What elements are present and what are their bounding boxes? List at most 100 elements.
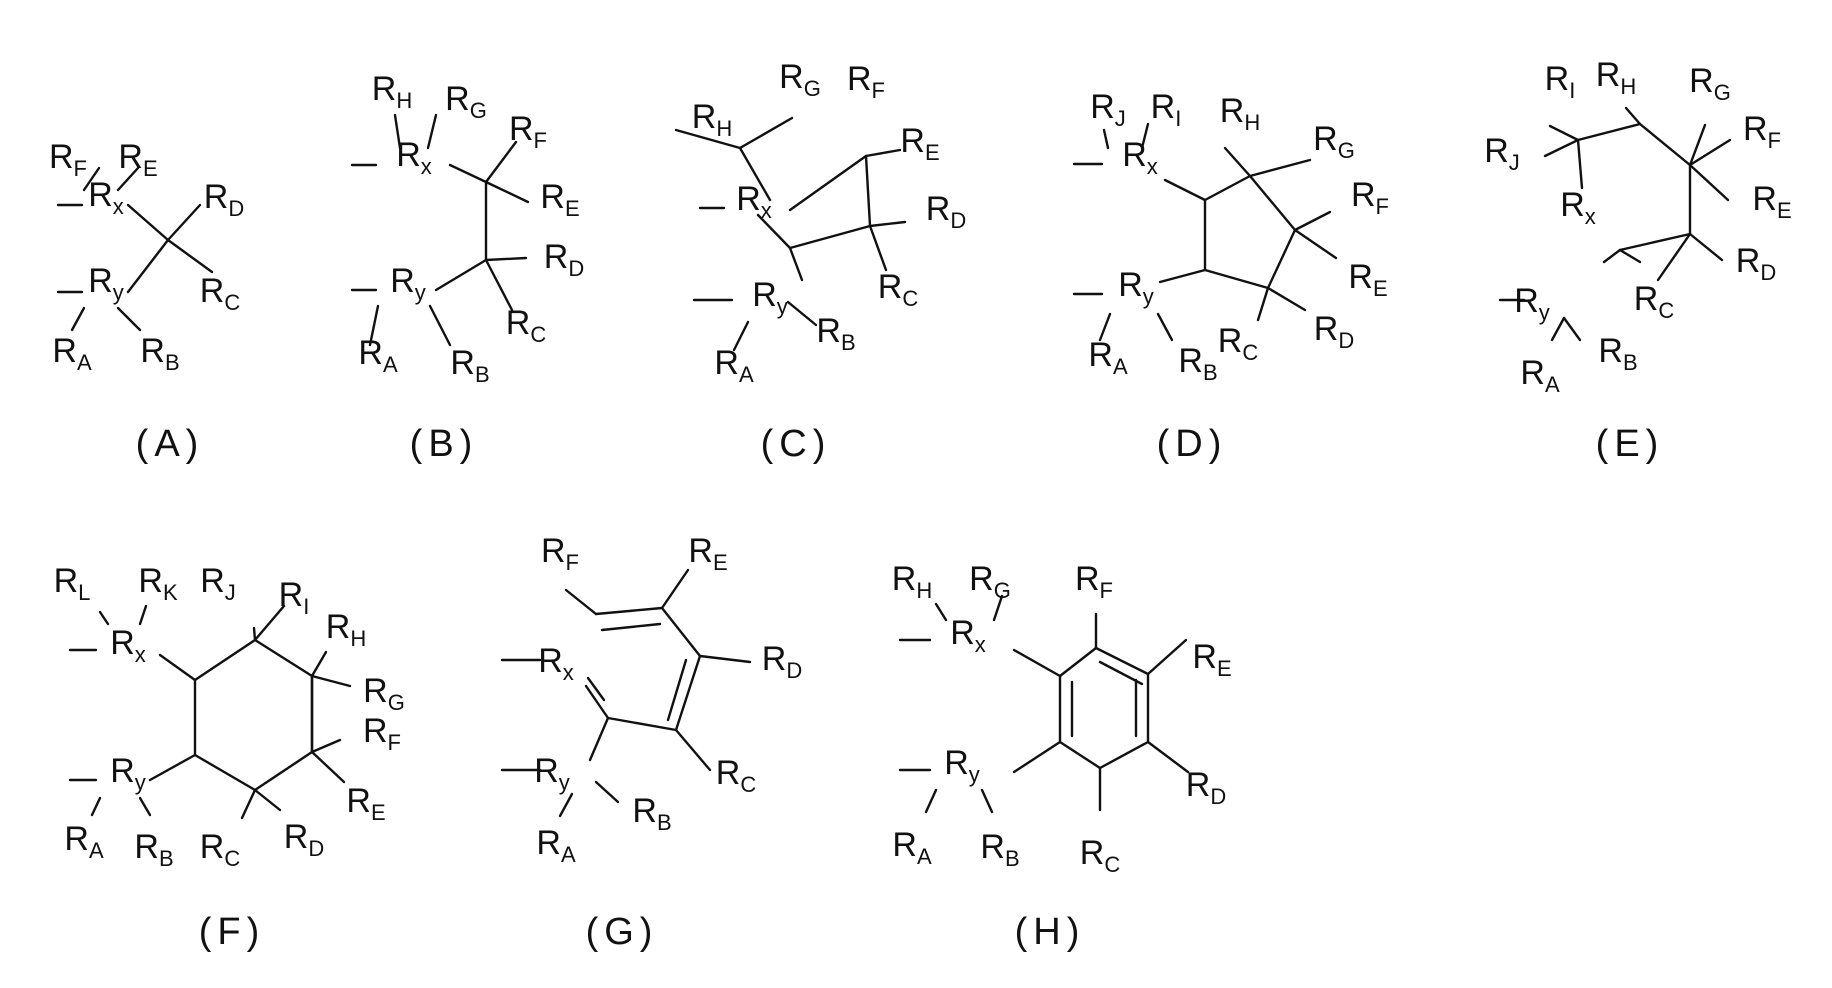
bond-line (1258, 288, 1268, 320)
substituent-label: RF (1351, 176, 1389, 219)
substituent-label: RC (200, 828, 241, 871)
bond-line (1626, 108, 1640, 124)
substituent-label: RA (358, 334, 398, 377)
substituent-label: Ry (110, 752, 146, 795)
bond-line (312, 676, 350, 686)
bond-line (486, 142, 516, 182)
bond-line (982, 790, 992, 812)
bond-line (1295, 230, 1336, 258)
substituent-label: RG (1689, 62, 1731, 105)
bond-line (486, 260, 512, 310)
bond-line (790, 248, 802, 280)
bond-line (254, 628, 255, 640)
bond-line (128, 205, 168, 240)
bond-line (1205, 270, 1268, 288)
bond-line (926, 790, 936, 812)
substituent-label: Ry (944, 744, 980, 787)
bond-line (866, 150, 900, 156)
substituent-label: RC (1634, 280, 1675, 323)
substituent-label: RD (1186, 766, 1226, 809)
bond-line (72, 308, 84, 330)
substituent-label: RD (544, 238, 584, 281)
substituent-label: RH (372, 70, 412, 113)
bond-line (428, 115, 436, 148)
substituent-label: RE (346, 782, 385, 825)
substituent-label: RD (1314, 310, 1354, 353)
bond-line (676, 730, 710, 770)
structure-b: RHRGRxRFRERDRyRCRARB(B) (352, 70, 584, 465)
bond-line (128, 240, 168, 292)
bond-line (590, 718, 608, 760)
substituent-label: RF (847, 60, 885, 103)
bond-line (662, 608, 700, 656)
substituent-label: Rx (396, 136, 432, 179)
bond-line (140, 606, 146, 624)
bond-line (312, 752, 344, 782)
bond-line (195, 640, 255, 680)
bond-line (566, 590, 596, 614)
structure-h: RHRGRFRxRERyRDRARBRC(H) (892, 560, 1232, 953)
bond-line (1250, 176, 1295, 230)
bond-line (1640, 124, 1690, 165)
substituent-label: RD (204, 178, 244, 221)
bond-line (596, 608, 662, 614)
substituent-label: Ry (390, 262, 426, 305)
substituent-label: RD (284, 818, 324, 861)
substituent-label: RF (363, 712, 401, 755)
substituent-label: Ry (1118, 266, 1154, 309)
substituent-label: Rx (736, 180, 772, 223)
bond-line (92, 798, 100, 815)
bond-line (1104, 130, 1108, 148)
structure-caption: (G) (586, 911, 659, 953)
substituent-label: RA (52, 332, 92, 375)
substituent-label: RA (892, 826, 932, 869)
substituent-label: RA (536, 824, 576, 867)
bond-line (1165, 180, 1205, 200)
bond-line (602, 624, 660, 630)
substituent-label: RB (632, 792, 671, 835)
substituent-label: RB (450, 344, 489, 387)
substituent-label: RE (900, 122, 939, 165)
substituent-label: RG (1313, 120, 1355, 163)
bond-line (1060, 742, 1100, 768)
substituent-label: RE (118, 138, 157, 181)
bond-line (1620, 250, 1640, 262)
substituent-label: Ry (1514, 282, 1550, 325)
bond-line (168, 205, 200, 240)
substituent-label: RE (1192, 638, 1231, 681)
substituent-label: RE (540, 178, 579, 221)
substituent-label: RI (1545, 60, 1576, 103)
structure-caption: (C) (761, 423, 832, 465)
bond-line (608, 718, 676, 730)
substituent-label: RA (714, 344, 754, 387)
bond-line (790, 226, 870, 248)
bond-line (1690, 165, 1728, 200)
bond-line (1225, 148, 1250, 176)
substituent-label: RB (1598, 332, 1637, 375)
structure-e: RIRHRGRFRJRxRERDRCRyRBRA(E) (1484, 56, 1791, 465)
bond-line (1148, 742, 1188, 772)
bond-line (1205, 176, 1250, 200)
bond-line (430, 306, 450, 345)
substituent-label: RD (762, 640, 802, 683)
bond-line (1014, 742, 1060, 772)
bond-line (1060, 648, 1096, 676)
bond-line (1550, 126, 1578, 140)
substituent-label: RB (1178, 342, 1217, 385)
bond-line (255, 790, 280, 810)
substituent-label: Ry (534, 752, 570, 795)
bond-line (255, 640, 312, 676)
substituent-label: Ry (88, 262, 124, 305)
bond-line (1148, 640, 1186, 674)
substituent-label: RA (64, 820, 104, 863)
bond-line (676, 656, 700, 730)
bond-line (866, 156, 870, 226)
substituent-label: RH (1596, 56, 1636, 99)
substituent-label: Rx (88, 176, 124, 219)
bond-line (1014, 650, 1060, 676)
substituent-label: RH (1220, 92, 1260, 135)
substituent-label: Rx (110, 624, 146, 667)
bond-line (596, 782, 618, 802)
bond-line (1578, 124, 1640, 140)
